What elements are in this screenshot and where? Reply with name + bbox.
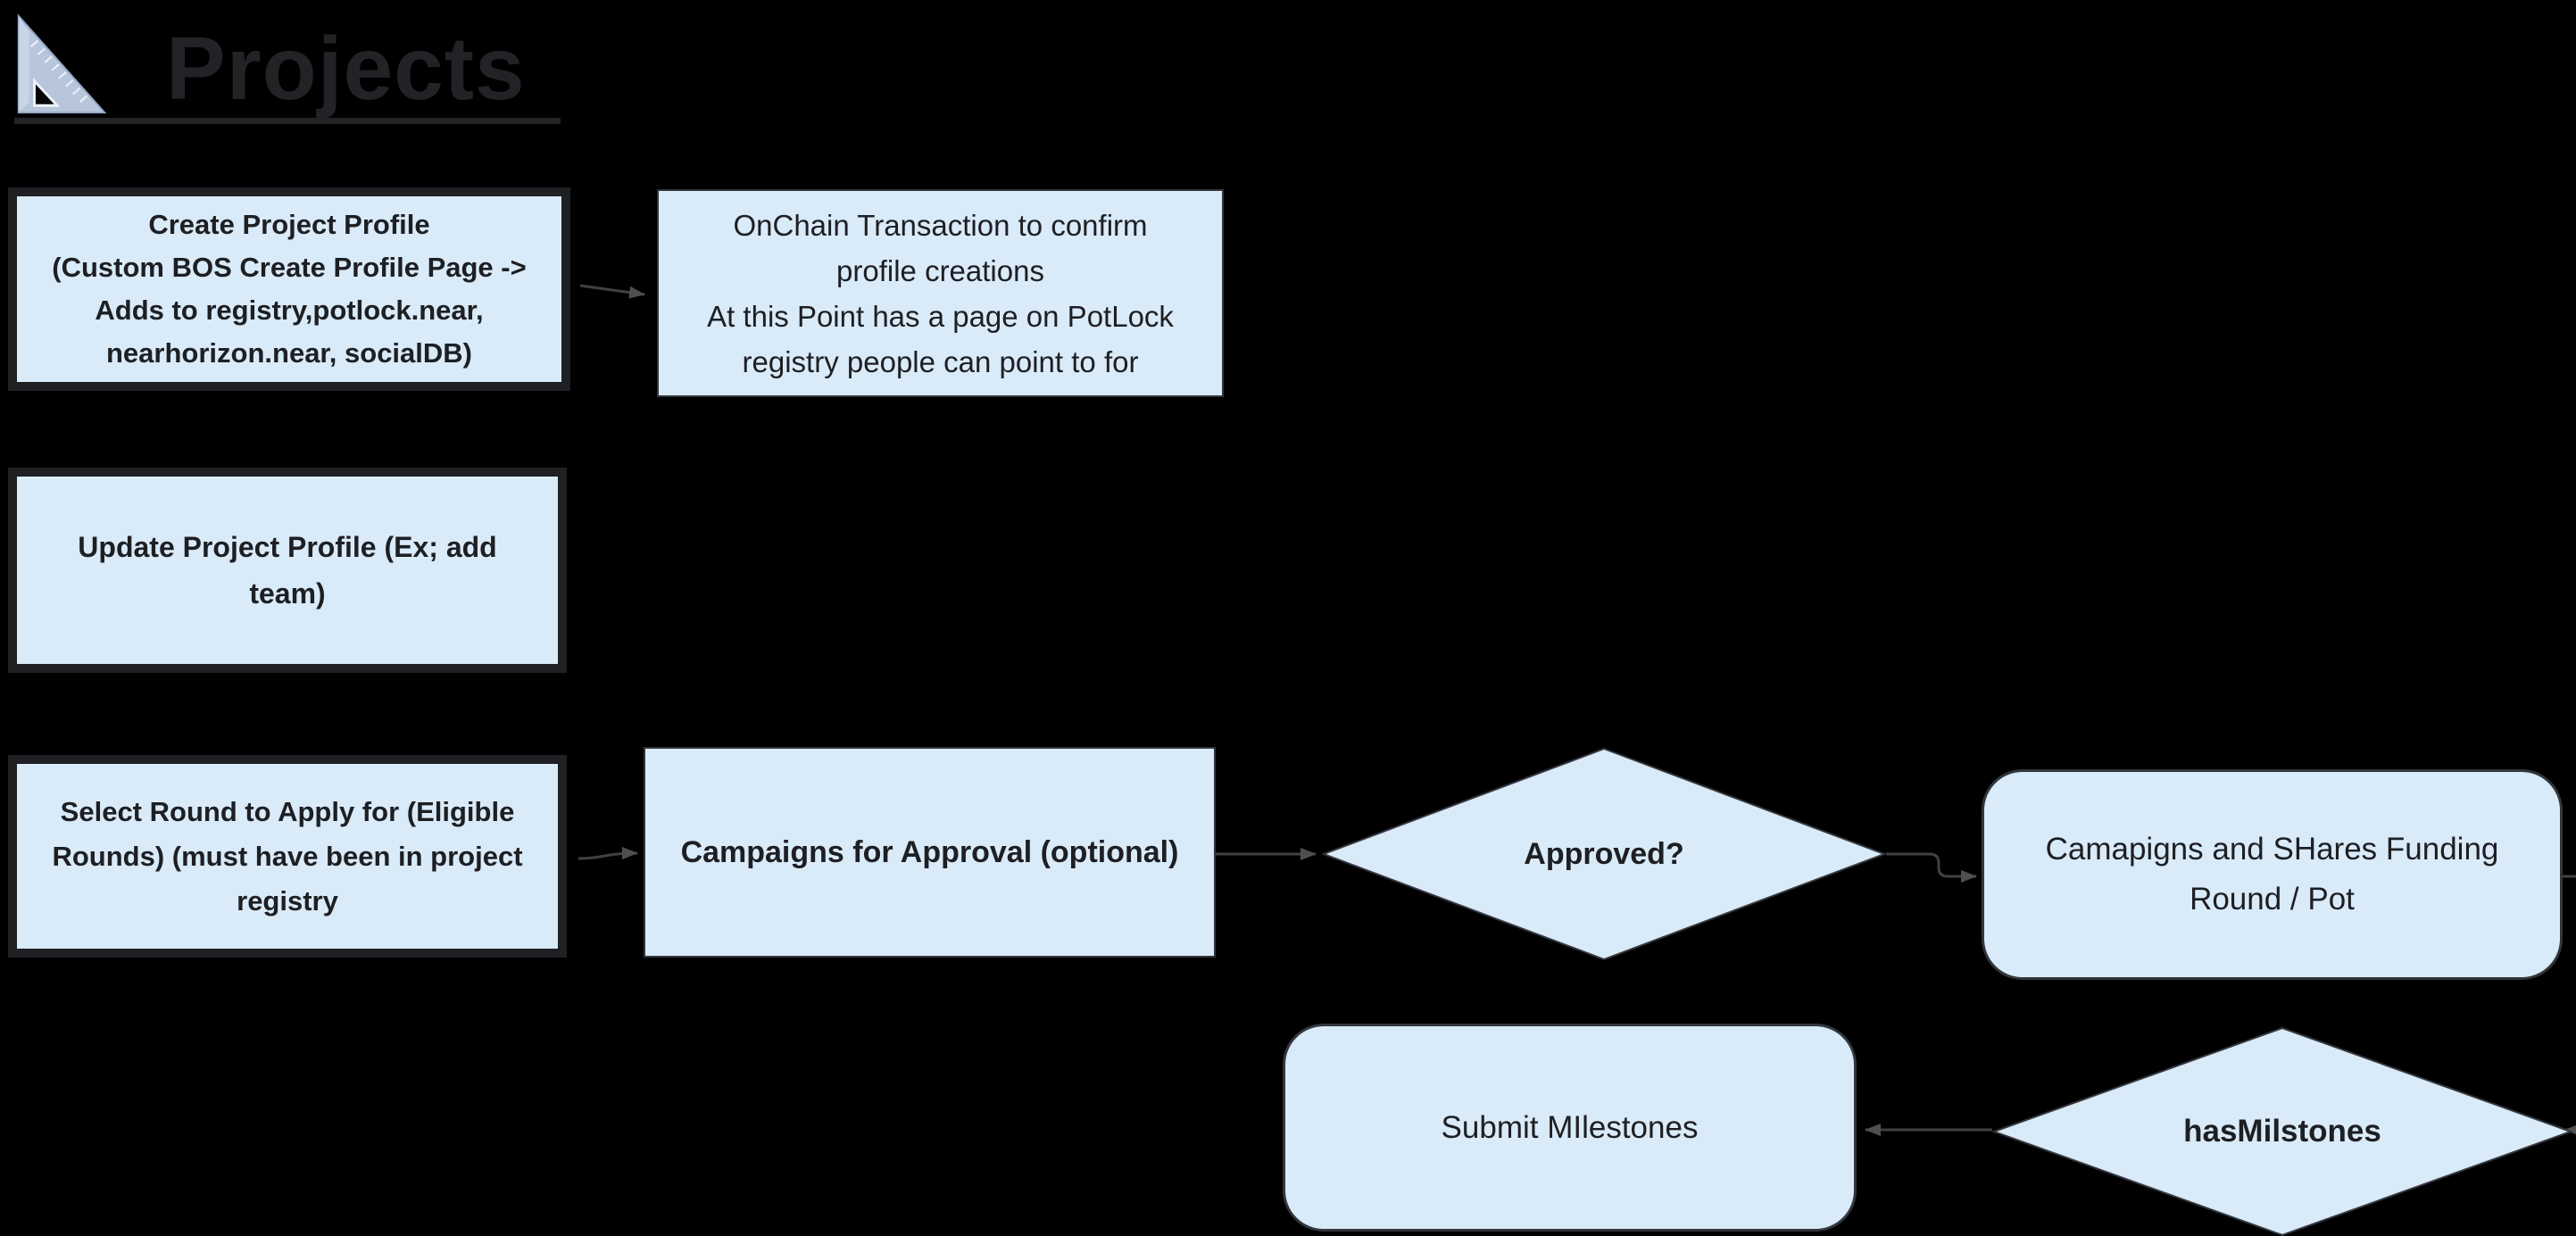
node-label: hasMilstones: [2183, 1114, 2381, 1149]
diamond-shape: [1322, 747, 1886, 961]
node-campaigns-for-approval[interactable]: Campaigns for Approval (optional): [644, 747, 1216, 958]
page-header: Projects: [14, 16, 561, 124]
connector-create-to-onchain: [579, 284, 645, 299]
node-onchain-transaction[interactable]: OnChain Transaction to confirm profile c…: [657, 189, 1224, 397]
node-campaigns-and-shares-funding[interactable]: Camapigns and SHares Funding Round / Pot: [1982, 769, 2563, 980]
set-square-icon: [17, 13, 107, 114]
node-label: Submit MIlestones: [1441, 1109, 1699, 1145]
node-approved-decision[interactable]: Approved?: [1322, 747, 1886, 961]
node-submit-milestones[interactable]: Submit MIlestones: [1283, 1024, 1857, 1232]
node-select-round-to-apply[interactable]: Select Round to Apply for (Eligible Roun…: [8, 755, 567, 958]
connector-approved-to-campaigns-shares: [1886, 852, 1977, 883]
node-has-milestones-decision[interactable]: hasMilstones: [1992, 1026, 2572, 1236]
node-create-project-profile[interactable]: Create Project Profile (Custom BOS Creat…: [8, 187, 570, 391]
diamond-shape: [1992, 1026, 2572, 1236]
page-title: Projects: [166, 19, 526, 119]
node-label: Approved?: [1524, 836, 1684, 871]
node-label: Update Project Profile (Ex; add team): [78, 531, 497, 610]
node-label: Camapigns and SHares Funding Round / Pot: [2045, 832, 2499, 917]
connector-select-to-campaigns: [578, 847, 638, 860]
node-label: Select Round to Apply for (Eligible Roun…: [52, 795, 523, 917]
node-label: OnChain Transaction to confirm profile c…: [707, 208, 1174, 378]
node-label: Campaigns for Approval (optional): [680, 834, 1179, 869]
node-label: Create Project Profile (Custom BOS Creat…: [52, 209, 527, 369]
node-update-project-profile[interactable]: Update Project Profile (Ex; add team): [8, 468, 567, 673]
